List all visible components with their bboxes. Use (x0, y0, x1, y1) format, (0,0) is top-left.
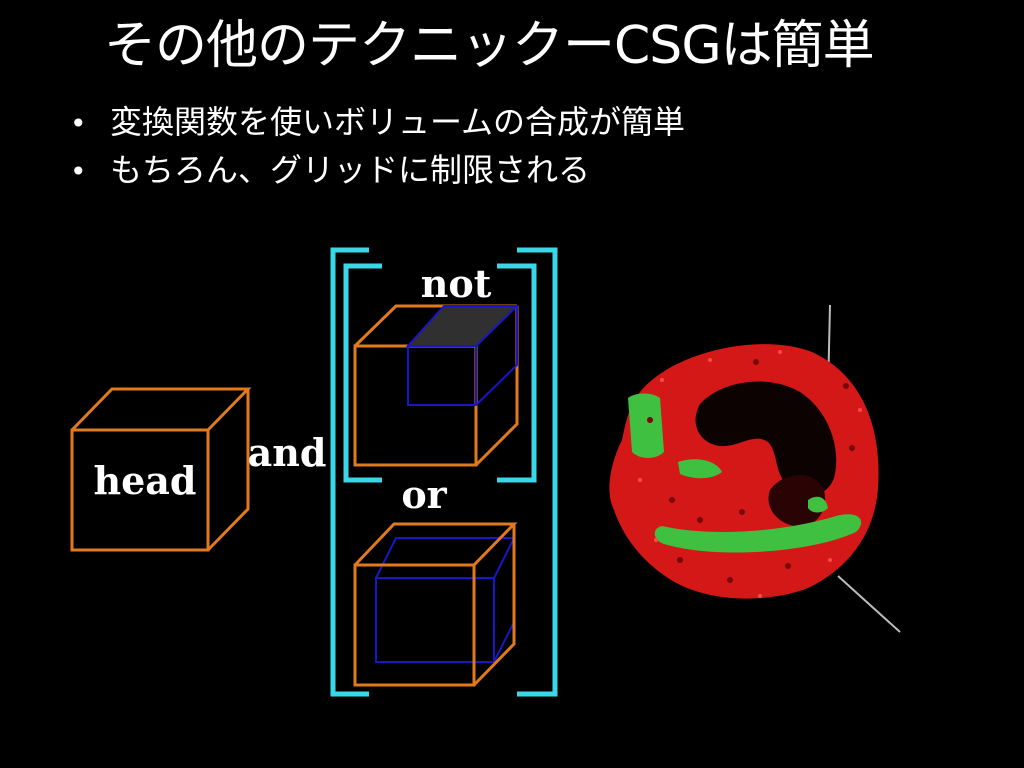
slide-title: その他のテクニックーCSGは簡単 (104, 16, 875, 76)
not-subtract-cube (405, 305, 520, 406)
not-label: not (421, 261, 492, 306)
bullet-item: • もちろん、グリッドに制限される (70, 146, 685, 194)
bullet-item: • 変換関数を使いボリュームの合成が簡単 (70, 98, 685, 146)
bullet-icon: • (70, 107, 87, 140)
head-label: head (94, 458, 197, 503)
or-orange-cube (353, 522, 518, 687)
volume-render-image (601, 304, 901, 633)
bullet-text: もちろん、グリッドに制限される (110, 151, 591, 189)
bullet-icon: • (70, 155, 87, 188)
outer-bracket (330, 247, 558, 697)
inner-bracket (343, 263, 537, 483)
bullet-text: 変換関数を使いボリュームの合成が簡単 (110, 103, 686, 141)
bullet-list: • 変換関数を使いボリュームの合成が簡単 • もちろん、グリッドに制限される (70, 98, 685, 194)
or-blue-cube (375, 537, 516, 663)
and-label: and (248, 430, 327, 475)
or-label: or (401, 472, 447, 517)
head-cube (70, 387, 252, 552)
